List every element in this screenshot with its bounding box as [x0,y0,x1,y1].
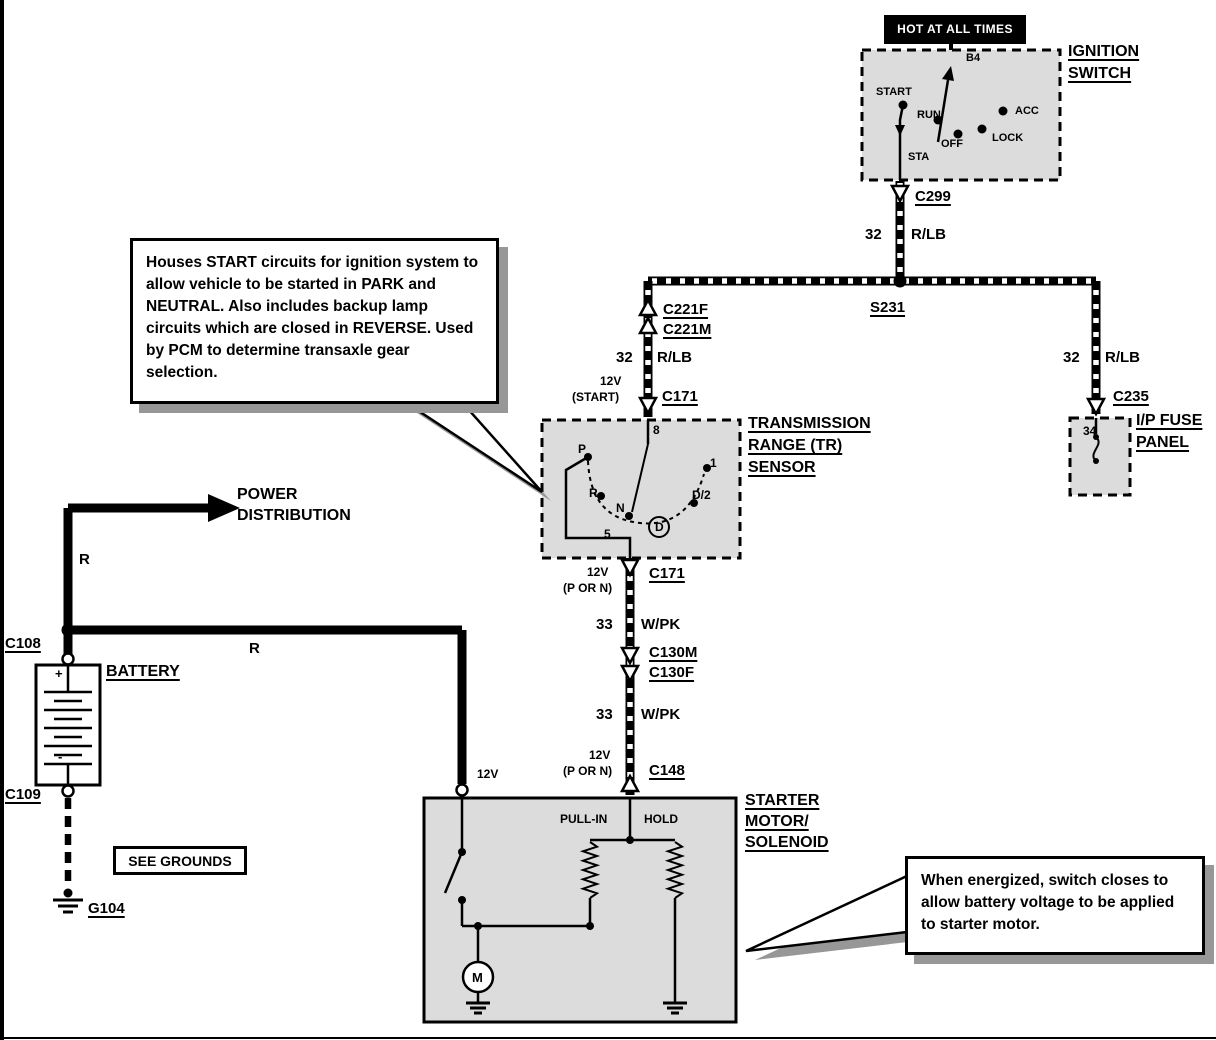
connector-c221m-symbol [637,315,659,335]
connector-c130m-symbol [619,646,641,666]
ground-label-g104: G104 [88,900,125,917]
tr-position-r: R [589,486,598,500]
junction-battery-tee [61,623,75,637]
connector-label-c148: C148 [649,762,685,779]
connector-c235-symbol [1085,397,1107,417]
tr-terminal-5: 5 [604,527,611,541]
ignition-position-acc: ACC [1015,105,1039,117]
tr-terminal-8: 8 [653,423,660,437]
wire-color-ign-feed: R/LB [911,226,946,243]
voltage-12v-battery: 12V [477,767,499,781]
wire-color-tr-branch: R/LB [657,349,692,366]
tr-position-d2: D/2 [692,488,711,502]
callout-tails [397,398,916,960]
tr-sensor-title-line2: RANGE (TR) [748,437,843,454]
circuit-number-tr-branch: 32 [616,349,633,366]
connector-label-c108: C108 [5,635,41,652]
circuit-number-tr-out-upper: 33 [596,616,613,633]
ignition-switch-title-line1: IGNITION [1068,43,1140,60]
voltage-condition-pn-upper: (P OR N) [563,581,613,595]
connector-c299-symbol [889,184,911,204]
fuse-panel-title-line1: I/P FUSE [1136,412,1203,429]
ignition-position-off: OFF [941,138,963,150]
splice-label-s231: S231 [870,299,906,316]
circuit-number-tr-out-lower: 33 [596,706,613,723]
connector-chevrons [619,184,1107,793]
g104-ground-symbol [53,888,83,914]
starter-hold-label: HOLD [644,812,678,826]
ignition-switch-internals [895,66,1008,180]
connector-label-c109: C109 [5,786,41,803]
voltage-12v-pn-upper: 12V [587,565,609,579]
connector-c109-ring [61,784,75,798]
voltage-condition-start: (START) [572,390,620,404]
ignition-switch-box [860,48,1062,182]
starter-title-line3: SOLENOID [745,834,829,851]
connector-label-c171-lower: C171 [649,565,685,582]
voltage-12v-pn-lower: 12V [589,748,611,762]
wire-color-tr-out-lower: W/PK [641,706,681,723]
tr-position-p: P [578,442,587,456]
circuit-number-fuse-branch: 32 [1063,349,1080,366]
tr-sensor-box [540,418,742,560]
connector-label-c299: C299 [915,188,951,205]
connector-c108-ring [61,652,75,666]
see-grounds-box: SEE GROUNDS [113,846,247,875]
connector-c221f-symbol [637,297,659,317]
battery-positive: + [55,666,63,681]
connector-label-c130m: C130M [649,644,698,661]
wire-color-fuse-branch: R/LB [1105,349,1140,366]
wire-power-distribution [68,494,240,522]
connector-starter-12v-ring [455,783,469,797]
hot-at-all-times-tag: HOT AT ALL TIMES [884,15,1026,44]
starter-title-line2: MOTOR/ [745,813,809,830]
tr-sensor-title-line1: TRANSMISSION [748,415,871,432]
connector-c171-upper-symbol [637,396,659,416]
connector-label-c235: C235 [1113,388,1149,405]
ignition-terminal-b4: B4 [966,52,981,64]
fuse-symbol [1092,418,1100,464]
connector-c130f-symbol [619,664,641,684]
battery-title: BATTERY [106,663,180,680]
ignition-position-lock: LOCK [992,132,1024,144]
fuse-panel-title-line2: PANEL [1136,434,1190,451]
starter-pull-in-label: PULL-IN [560,812,608,826]
tr-sensor-internals [564,420,711,558]
callout-tr-sensor-note: Houses START circuits for ignition syste… [130,238,499,404]
power-distribution-line1: POWER [237,486,298,503]
ignition-position-sta: STA [908,151,930,163]
ignition-position-start: START [876,86,912,98]
starter-motor-m: M [472,970,483,985]
ignition-position-run: RUN [917,109,941,121]
power-distribution-line2: DISTRIBUTION [237,507,351,524]
wire-color-r-vertical: R [79,551,90,568]
connector-label-c130f: C130F [649,664,695,681]
tr-sensor-title-line3: SENSOR [748,459,816,476]
battery-symbol [44,666,92,784]
connector-c171-lower-symbol [619,558,641,578]
tr-position-n: N [616,501,625,515]
wire-color-tr-out-upper: W/PK [641,616,681,633]
ignition-switch-title-line2: SWITCH [1068,65,1132,82]
tr-position-d: D [655,520,664,534]
voltage-condition-pn-lower: (P OR N) [563,764,613,778]
wire-color-r-horizontal: R [249,640,260,657]
fuse-number-34: 34 [1083,424,1097,438]
starter-title-line1: STARTER [745,792,820,809]
tr-position-1: 1 [710,456,717,470]
connector-label-c221m: C221M [663,321,712,338]
junction-s231 [893,274,907,288]
battery-negative: - [58,749,63,764]
ip-fuse-panel-box [1068,416,1132,497]
voltage-12v-start: 12V [600,374,622,388]
connector-label-c221f: C221F [663,301,709,318]
starter-internals [443,798,687,1015]
callout-starter-note: When energized, switch closes to allow b… [905,856,1205,955]
connector-c148-symbol [619,773,641,793]
circuit-number-ign-feed: 32 [865,226,882,243]
connector-label-c171-upper: C171 [662,388,698,405]
